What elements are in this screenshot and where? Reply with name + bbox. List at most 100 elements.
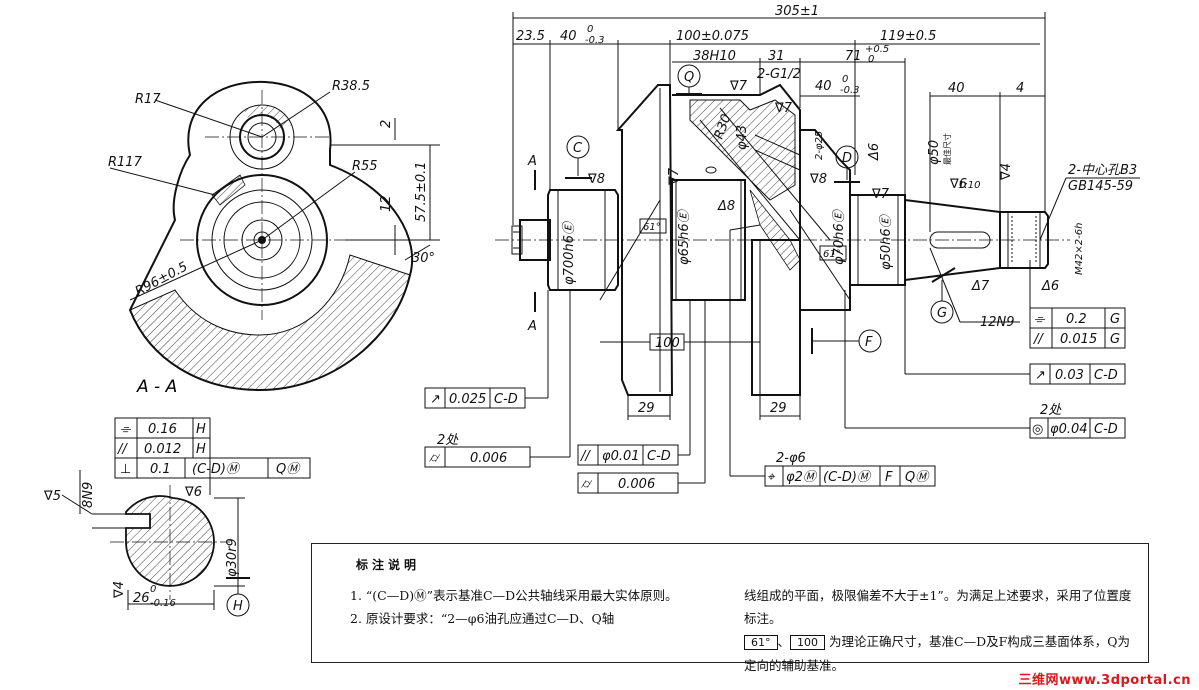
bottom-fcf-group: ↗ 0.025 C-D 2处 ⌭ 0.006 // φ0.01 C-D ⌭ 0.… <box>424 224 936 494</box>
notes-sep: 、 <box>777 634 791 649</box>
rfcf1-symbol: ⌯ <box>1034 312 1046 327</box>
dim-119: 119±0.5 <box>880 29 936 44</box>
fcf2-datum: H <box>196 442 206 457</box>
bfcf2-note: 2处 <box>437 433 459 448</box>
datum-q: Q <box>684 70 694 85</box>
ra-4: ∇7 <box>667 167 682 186</box>
bfcf2-value: 0.006 <box>470 451 507 466</box>
left-fcf-group: ⌯ 0.16 H // 0.012 H ⊥ 0.1 (C-D)Ⓜ QⓂ <box>114 417 311 495</box>
bfcf1-value: 0.025 <box>449 392 486 407</box>
kw-width: 26 <box>133 591 150 606</box>
keyway-section-view: ∇5 8N9 ∇6 ∇4 φ30r9 26 0 -0.16 H <box>43 470 250 617</box>
datum-d: D <box>842 151 852 166</box>
dim-71-lower: 0 <box>868 54 874 65</box>
fcf2-value: 0.012 <box>144 442 181 457</box>
r38-label: R38.5 <box>332 79 370 94</box>
fcf1-datum: H <box>196 422 206 437</box>
notes-panel: 标注说明 1. “(C—D)Ⓜ”表示基准C—D公共轴线采用最大实体原则。 2. … <box>311 543 1149 673</box>
datum-h-label: H <box>233 599 243 614</box>
bfcf2-symbol: ⌭ <box>429 451 441 466</box>
kw-roughness-5: ∇5 <box>43 489 61 504</box>
keyway-12n9: 12N9 <box>980 315 1015 330</box>
fcf3-value: 0.1 <box>150 462 171 477</box>
ra-10: Δ6 <box>867 143 882 161</box>
r17-label: R17 <box>135 92 161 107</box>
phi50-note: 最佳尺寸 <box>942 133 952 165</box>
kw-roughness-4: ∇4 <box>112 581 127 599</box>
rfcf1-datum: G <box>1110 312 1120 327</box>
crankshaft-main-view: 305±1 23.5 40 0 -0.3 100±0.075 119±0.5 3… <box>495 4 1140 420</box>
width-29-b: 29 <box>770 401 787 416</box>
bfcf4-value: 0.006 <box>618 477 655 492</box>
bfcf1-datum: C-D <box>494 392 518 407</box>
dim-2: 2 <box>379 120 394 128</box>
kw-8n9: 8N9 <box>81 482 96 508</box>
dim-40-c: 40 <box>948 81 965 96</box>
notes-col-left: 1. “(C—D)Ⓜ”表示基准C—D公共轴线采用最大实体原则。 2. 原设计要求… <box>330 584 735 630</box>
fcf3-datum2: QⓂ <box>276 462 301 477</box>
section-mark-a-bottom: A <box>527 319 537 334</box>
kw-phi30: φ30r9 <box>225 538 240 577</box>
notes-p2: 2. 原设计要求：“2—φ6油孔应通过C—D、Q轴 <box>350 611 615 626</box>
angle-61-a: 61° <box>643 222 661 233</box>
center-hole-label: 2-中心孔B3 <box>1068 163 1137 178</box>
section-mark-a-top: A <box>527 154 537 169</box>
bfcf5-datum3: QⓂ <box>905 470 930 485</box>
ra-1: ∇7 <box>729 79 748 94</box>
dim-71: 71 <box>845 49 862 64</box>
dim-40-a-lower: -0.3 <box>585 35 605 46</box>
notes-title: 标注说明 <box>356 558 421 572</box>
notes-box1: 61° <box>744 635 778 650</box>
rfcf2-value: 0.015 <box>1060 332 1097 347</box>
phi50h6-label: φ50h6Ⓔ <box>879 213 894 270</box>
r117-label: R117 <box>108 155 143 170</box>
notes-box2: 100 <box>790 635 826 650</box>
phi50-label: φ50 <box>927 140 942 165</box>
fcf1-value: 0.16 <box>148 422 177 437</box>
ra-7: ∇7 <box>871 187 890 202</box>
bfcf5-value: φ2Ⓜ <box>786 470 818 485</box>
dim-40-a: 40 <box>560 29 577 44</box>
std-label: GB145-59 <box>1068 179 1133 194</box>
r96-label: R96±0.5 <box>133 259 191 299</box>
bfcf5-note: 2-φ6 <box>776 451 806 466</box>
len-100: 100 <box>655 336 680 351</box>
phi70-label: φ70h6Ⓔ <box>832 208 847 265</box>
ra-2: ∇7 <box>774 101 793 116</box>
notes-p4-line: 61°、100 为理论正确尺寸，基准C—D及F构成三基面体系，Q为定向的辅助基准… <box>744 630 1139 677</box>
taper-label: 1:10 <box>958 180 980 191</box>
bfcf5-symbol: ⌖ <box>767 470 776 485</box>
datum-markers: C D Q F G A A <box>527 64 956 354</box>
phi65-label: φ65h6Ⓔ <box>677 208 692 265</box>
dim-57-5: 57.5±0.1 <box>414 161 429 222</box>
section-title: A - A <box>136 377 177 397</box>
bfcf1-symbol: ↗ <box>430 392 441 407</box>
oil-2phi25: 2-φ25 <box>814 131 825 160</box>
rfcf3-value: 0.03 <box>1055 368 1084 383</box>
fcf2-symbol: // <box>117 442 128 457</box>
fcf1-symbol: ⌯ <box>120 422 132 437</box>
bfcf4-symbol: ⌭ <box>581 477 593 492</box>
rfcf3-symbol: ↗ <box>1035 368 1046 383</box>
dim-12: 12 <box>379 195 394 212</box>
dim-100: 100±0.075 <box>676 29 749 44</box>
fcf3-datum: (C-D)Ⓜ <box>192 462 241 477</box>
dim-40-b-upper: 0 <box>842 74 848 85</box>
datum-c: C <box>573 141 583 156</box>
bfcf5-datum2: F <box>885 470 893 485</box>
dim-31: 31 <box>768 49 785 64</box>
ra-5: Δ8 <box>717 199 735 214</box>
bfcf3-symbol: // <box>580 449 591 464</box>
dim-40-b-lower: -0.3 <box>840 85 860 96</box>
rfcf4-value: φ0.04 <box>1050 422 1088 437</box>
bfcf5-datum: (C-D)Ⓜ <box>823 470 872 485</box>
fcf3-symbol: ⊥ <box>120 462 131 477</box>
rfcf4-note: 2处 <box>1040 403 1062 418</box>
section-a-a-view: R17 R38.5 R117 R55 R96±0.5 57.5±0.1 12 2… <box>108 79 440 397</box>
angle-30: 30° <box>412 251 435 266</box>
ra-6: ∇8 <box>809 172 827 187</box>
dim-71-upper: +0.5 <box>865 44 889 55</box>
datum-f: F <box>865 335 873 350</box>
notes-p4: 为理论正确尺寸，基准C—D及F构成三基面体系，Q为定向的辅助基准。 <box>744 634 1131 673</box>
